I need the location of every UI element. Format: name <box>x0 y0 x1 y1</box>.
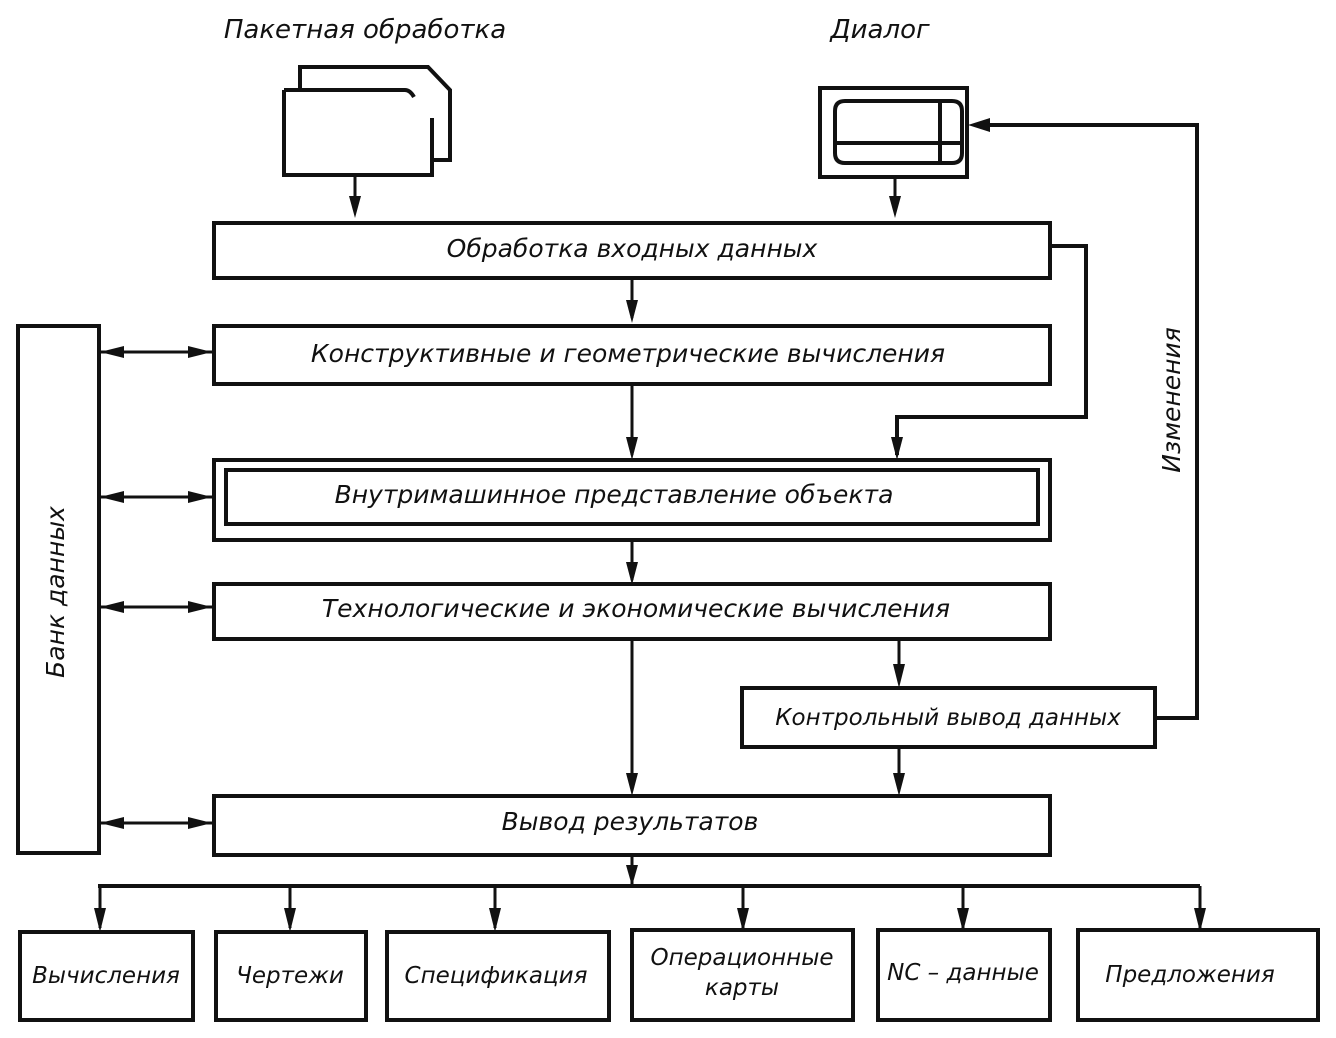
results-output-box: Вывод результатов <box>212 794 1052 857</box>
output-box-drawings: Чертежи <box>214 930 368 1022</box>
display-terminal-icon <box>818 86 969 179</box>
arrow-head <box>626 437 638 460</box>
databank-link-internal <box>100 491 212 503</box>
batch-processing-label: Пакетная обработка <box>224 15 506 45</box>
output-label: NC – данные <box>887 960 1039 986</box>
output-box-proposals: Предложения <box>1076 928 1320 1022</box>
output-label: Спецификация <box>405 963 588 989</box>
databank-link-techecon <box>100 601 212 613</box>
output-label-line1: Операционные <box>650 945 833 971</box>
control-output-label: Контрольный вывод данных <box>775 705 1121 731</box>
punch-card-stack-icon <box>282 65 452 177</box>
feedback-connector <box>985 123 1199 720</box>
arrow-head <box>889 196 901 218</box>
arrow-head <box>349 196 361 218</box>
arrow-head <box>626 865 638 886</box>
output-box-nc-data: NC – данные <box>876 928 1052 1022</box>
output-box-operation-cards: Операционные карты <box>630 928 855 1022</box>
input-processing-label: Обработка входных данных <box>447 234 818 263</box>
arrow-head <box>893 664 905 688</box>
databank-link-results <box>100 817 212 829</box>
arrow-head <box>893 773 905 796</box>
databank-box: Банк данных <box>16 324 101 855</box>
arrow-head <box>891 437 903 460</box>
results-output-label: Вывод результатов <box>502 807 759 836</box>
dialog-label: Диалог <box>829 15 930 45</box>
arrow-head <box>626 773 638 796</box>
databank-link-design <box>100 346 212 358</box>
changes-label: Изменения <box>1157 327 1186 473</box>
tech-econ-label: Технологические и экономические вычислен… <box>322 594 950 623</box>
bypass-connector <box>895 244 1088 455</box>
internal-model-box: Внутримашинное представление объекта <box>212 458 1052 542</box>
output-label: Чертежи <box>236 963 344 989</box>
databank-label: Банк данных <box>41 506 70 678</box>
input-processing-box: Обработка входных данных <box>212 221 1052 280</box>
arrow-head <box>968 118 990 132</box>
control-output-box: Контрольный вывод данных <box>740 686 1157 749</box>
output-label: Вычисления <box>32 963 180 989</box>
design-geometry-box: Конструктивные и геометрические вычислен… <box>212 324 1052 386</box>
internal-model-label: Внутримашинное представление объекта <box>335 480 894 509</box>
output-box-calculations: Вычисления <box>18 930 195 1022</box>
output-label: Предложения <box>1105 962 1275 988</box>
arrow-head <box>626 300 638 323</box>
output-label-line2: карты <box>705 975 779 1001</box>
tech-econ-box: Технологические и экономические вычислен… <box>212 582 1052 641</box>
arrow-head <box>626 562 638 585</box>
output-box-specification: Спецификация <box>385 930 611 1022</box>
design-geometry-label: Конструктивные и геометрические вычислен… <box>311 339 945 368</box>
output-drops <box>94 886 1206 932</box>
